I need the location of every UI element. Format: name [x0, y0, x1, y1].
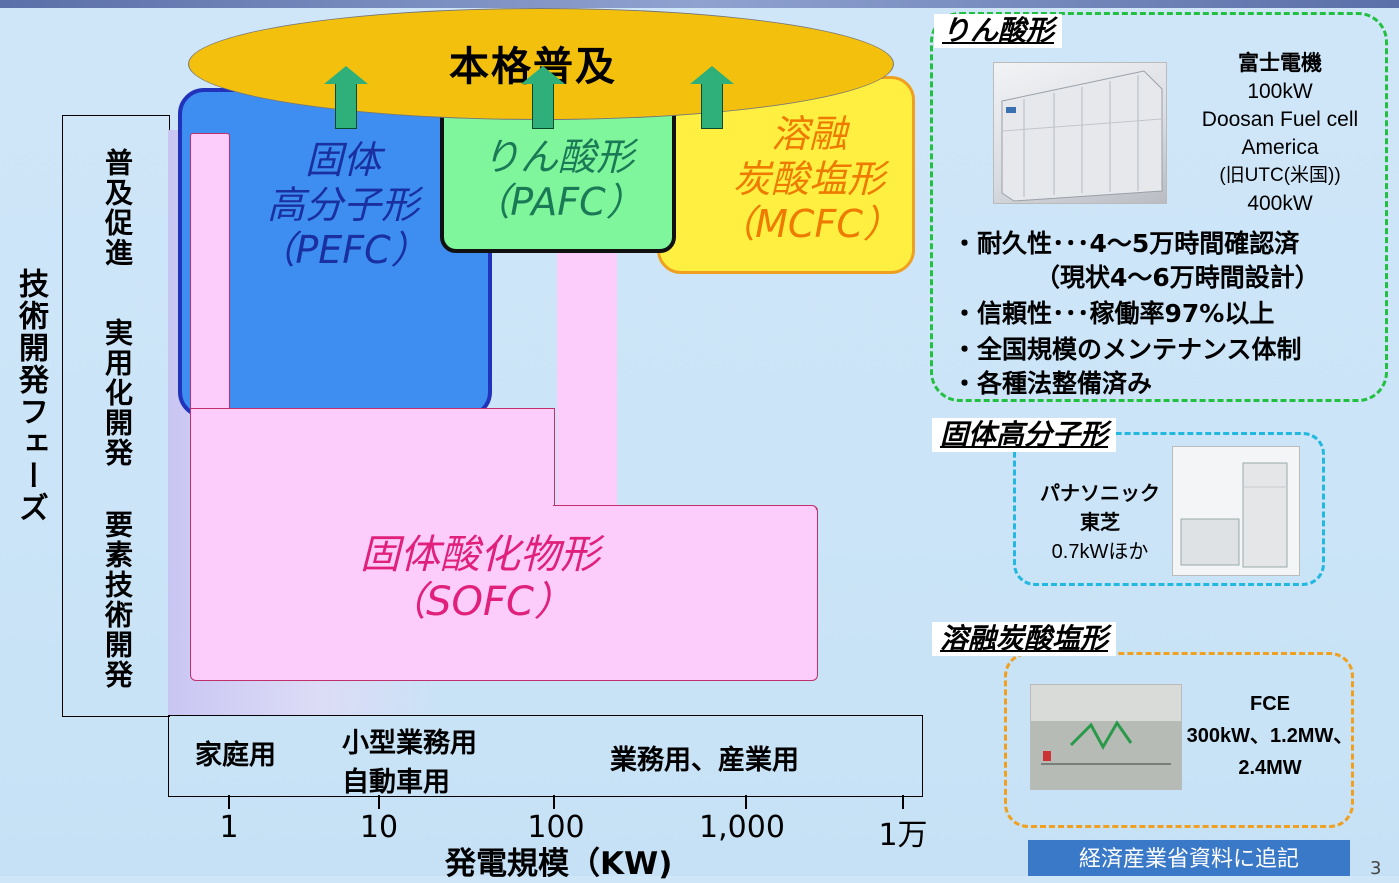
page-number: 3 — [1370, 858, 1382, 879]
pefc-label: 固体 高分子形 （PEFC） — [232, 138, 454, 272]
pafc-maker-block: 富士電機 100kW Doosan Fuel cell America (旧UT… — [1170, 50, 1390, 218]
pefc-unit-graphic — [1180, 462, 1288, 568]
pafc-maker-line-1: 富士電機 — [1238, 52, 1322, 75]
sofc-label-line1: 固体酸化物形 — [360, 532, 600, 578]
mcfc-unit-photo — [1030, 684, 1182, 790]
x-axis-title: 発電規模（KW) — [445, 846, 673, 882]
mcfc-label-line1: 溶融 — [770, 112, 847, 156]
sofc-label: 固体酸化物形 （SOFC） — [330, 532, 630, 626]
pafc-info-panel — [930, 12, 1388, 402]
arrow-pafc-head — [521, 66, 565, 84]
sofc-region-mid — [190, 408, 555, 509]
arrow-mcfc-up — [690, 66, 734, 129]
arrow-pafc-up — [521, 66, 565, 129]
mcfc-plant-graphic — [1031, 685, 1181, 789]
y-axis-title: 技術開発フェーズ — [13, 268, 48, 524]
phase-label-diffusion: 普及促進 — [101, 148, 134, 268]
x-tick-label-100: 100 — [527, 810, 585, 845]
x-tick-label-10000: 1万 — [878, 818, 928, 853]
sofc-region-top-right — [553, 505, 817, 510]
pefc-label-line2: 高分子形 — [266, 182, 419, 227]
x-axis-box — [168, 715, 923, 797]
pefc-label-line1: 固体 — [304, 138, 381, 182]
x-tick-label-1000: 1,000 — [699, 810, 785, 845]
pafc-cabinet-graphic — [1001, 70, 1163, 202]
pafc-bullet-4: ・全国規模のメンテナンス体制 — [952, 335, 1302, 364]
arrow-pafc-stem — [532, 84, 554, 129]
mcfc-maker-line-3: 2.4MW — [1238, 757, 1302, 779]
pafc-label-line1: りん酸形 — [481, 135, 634, 179]
pafc-maker-line-4: America — [1241, 136, 1319, 159]
arrow-mcfc-head — [690, 66, 734, 84]
pefc-maker-line-3: 0.7kWほか — [1051, 541, 1149, 563]
mcfc-maker-line-1: FCE — [1250, 693, 1290, 715]
x-tick-mark-100 — [553, 795, 555, 809]
pefc-panel-title: 固体高分子形 — [932, 418, 1117, 452]
mcfc-maker-line-2: 300kW、1.2MW、 — [1186, 725, 1354, 747]
mcfc-label-line3: （MCFC） — [717, 201, 901, 246]
pafc-unit-photo — [993, 62, 1167, 204]
pafc-bullet-1: ・耐久性･･･4～5万時間確認済 — [952, 229, 1300, 258]
mcfc-info-panel — [1004, 652, 1354, 828]
sofc-region-pafc-column — [557, 252, 617, 508]
phase-label-practical: 実用化開発 — [101, 318, 134, 468]
pafc-maker-line-6: 400kW — [1247, 192, 1313, 215]
x-segment-home: 家庭用 — [195, 740, 276, 771]
pafc-bullet-5: ・各種法整備済み — [952, 369, 1153, 398]
mcfc-panel-title: 溶融炭酸塩形 — [932, 622, 1117, 656]
pefc-unit-photo — [1172, 446, 1300, 576]
pefc-maker-block: パナソニック 東芝 0.7kWほか — [1030, 480, 1170, 567]
x-segment-small-biz: 小型業務用 — [342, 728, 477, 759]
x-tick-label-1: 1 — [219, 810, 239, 845]
x-segment-vehicle: 自動車用 — [342, 767, 450, 798]
source-note: 経済産業省資料に追記 — [1028, 840, 1350, 876]
arrow-pefc-head — [324, 66, 368, 84]
phase-label-element: 要素技術開発 — [101, 510, 134, 690]
x-tick-mark-1 — [228, 795, 230, 809]
mcfc-maker-block: FCE 300kW、1.2MW、 2.4MW — [1180, 688, 1360, 784]
sofc-region-bottom — [190, 505, 818, 681]
mcfc-label-line2: 炭酸塩形 — [732, 156, 885, 201]
pefc-maker-line-2: 東芝 — [1080, 512, 1120, 534]
arrow-mcfc-stem — [701, 84, 723, 129]
x-tick-mark-1000 — [745, 795, 747, 809]
x-tick-label-10: 10 — [359, 810, 399, 845]
sofc-label-line2: （SOFC） — [386, 579, 574, 626]
top-decorative-bar — [0, 0, 1399, 8]
pefc-maker-line-1: パナソニック — [1040, 483, 1160, 505]
pafc-label: りん酸形 （PAFC） — [444, 135, 672, 225]
arrow-pefc-stem — [335, 84, 357, 129]
arrow-pefc-up — [324, 66, 368, 129]
pafc-panel-title: りん酸形 — [934, 14, 1063, 48]
sofc-region-left-strip — [190, 133, 230, 414]
pafc-maker-line-2: 100kW — [1247, 80, 1313, 103]
x-tick-mark-10 — [378, 795, 380, 809]
pafc-bullet-3: ・信頼性･･･稼働率97%以上 — [952, 299, 1275, 328]
pefc-info-panel — [1013, 432, 1325, 586]
pefc-label-line3: （PEFC） — [257, 227, 429, 272]
x-segment-industrial: 業務用、産業用 — [610, 745, 799, 776]
pafc-maker-line-3: Doosan Fuel cell — [1201, 108, 1359, 131]
pafc-label-line2: （PAFC） — [472, 179, 644, 224]
pafc-bullet-2: （現状4～6万時間設計） — [1035, 263, 1320, 292]
x-tick-mark-10000 — [902, 795, 904, 809]
pafc-maker-line-5: (旧UTC(米国)) — [1219, 165, 1341, 186]
mcfc-label: 溶融 炭酸塩形 （MCFC） — [700, 112, 918, 246]
